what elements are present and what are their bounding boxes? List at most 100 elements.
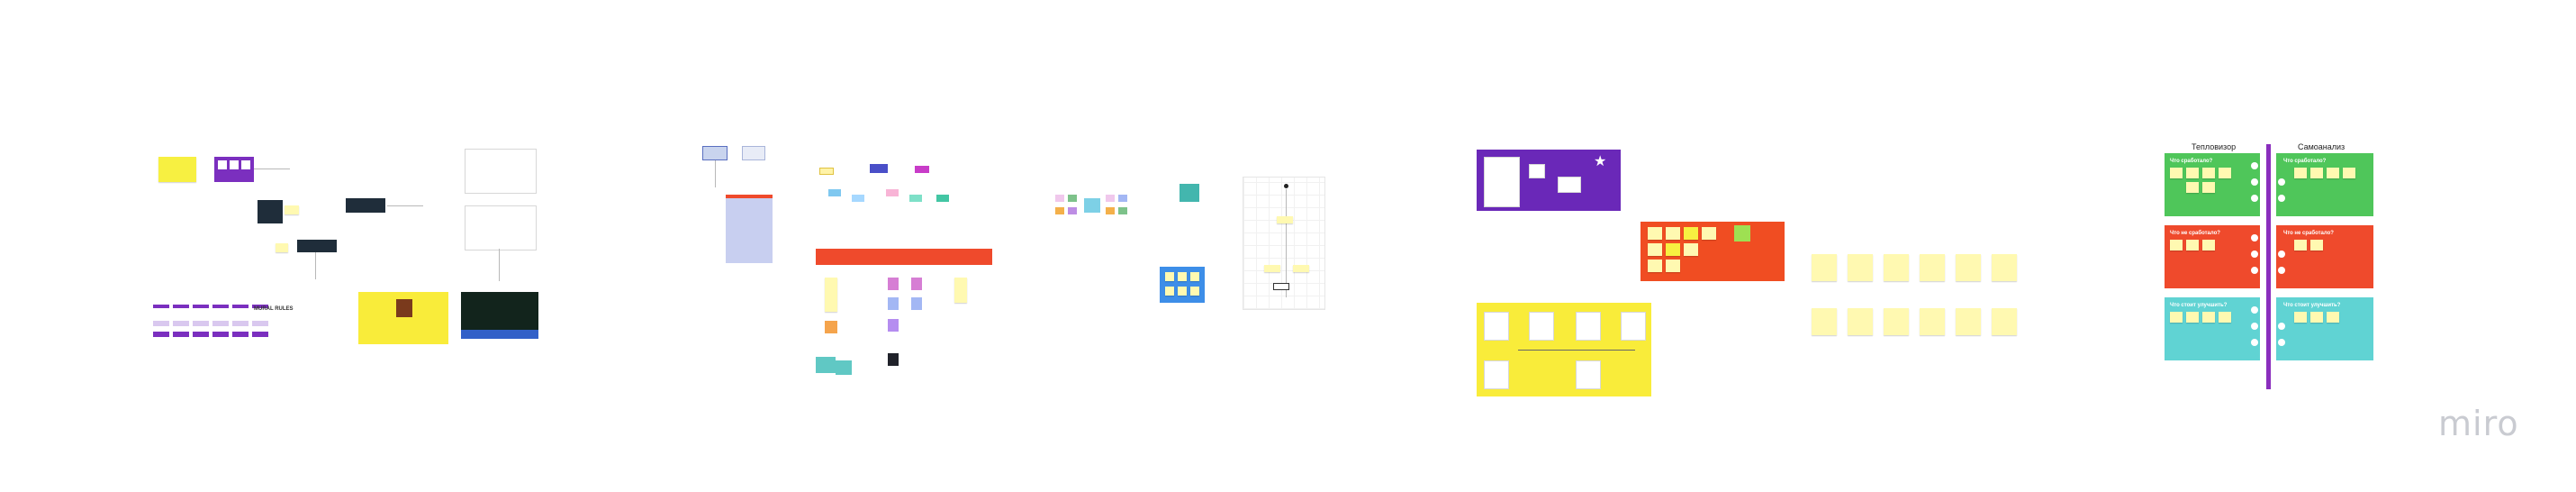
sticky-note[interactable] xyxy=(1648,260,1662,272)
sticky-note[interactable] xyxy=(1684,243,1698,256)
sticky-note[interactable] xyxy=(1956,254,1981,281)
white-card[interactable] xyxy=(1529,312,1554,341)
retro-failed-left[interactable] xyxy=(2165,225,2260,288)
sticky-note[interactable] xyxy=(2294,312,2307,323)
vote-dot[interactable] xyxy=(2278,267,2285,274)
sticky-note[interactable] xyxy=(1848,254,1873,281)
sticky-grid[interactable] xyxy=(1801,234,2044,342)
template-cluster-4[interactable]: ★ xyxy=(1477,144,1801,405)
sticky-note[interactable] xyxy=(158,157,196,182)
sticky-note[interactable] xyxy=(2186,168,2199,178)
teal-note[interactable] xyxy=(836,360,852,375)
vote-dot[interactable] xyxy=(2278,178,2285,186)
sticky-note[interactable] xyxy=(1666,243,1680,256)
dark-card[interactable] xyxy=(258,200,283,223)
vote-dot[interactable] xyxy=(2251,267,2258,274)
sticky-note[interactable] xyxy=(1884,308,1909,335)
purple-note[interactable] xyxy=(888,319,899,332)
vote-dot[interactable] xyxy=(2251,339,2258,346)
teal-note[interactable] xyxy=(816,357,836,373)
sticky-note[interactable] xyxy=(1165,287,1174,296)
purple-grid[interactable] xyxy=(153,305,270,332)
sticky-note[interactable] xyxy=(2294,168,2307,178)
sticky-note[interactable] xyxy=(1293,265,1309,272)
sticky-note[interactable] xyxy=(2327,312,2339,323)
sticky-note[interactable] xyxy=(2170,168,2183,178)
dark-card[interactable] xyxy=(297,240,337,252)
sticky-note[interactable] xyxy=(1884,254,1909,281)
flowchart-grid[interactable] xyxy=(1243,177,1325,310)
blue-card[interactable] xyxy=(702,146,728,160)
vote-dot[interactable] xyxy=(2251,178,2258,186)
sticky-note[interactable] xyxy=(276,243,288,252)
sticky-note[interactable] xyxy=(2310,240,2323,251)
sticky-note[interactable] xyxy=(1264,265,1280,272)
sticky-note[interactable] xyxy=(1666,227,1680,240)
sticky-note[interactable] xyxy=(1812,308,1837,335)
kanban-column[interactable] xyxy=(726,195,773,263)
white-card[interactable] xyxy=(1484,312,1509,341)
white-card[interactable] xyxy=(1484,360,1509,389)
vote-dot[interactable] xyxy=(2251,306,2258,314)
retrospective-board[interactable]: Тепловизор Самоанализ Что сработало? Что… xyxy=(2161,135,2377,396)
sticky-note[interactable] xyxy=(2343,168,2355,178)
sticky-note[interactable] xyxy=(825,278,837,312)
sticky-note[interactable] xyxy=(1277,216,1293,223)
sticky-note[interactable] xyxy=(1920,308,1945,335)
sticky-note[interactable] xyxy=(1684,227,1698,240)
sticky-note[interactable] xyxy=(2310,168,2323,178)
dark-board[interactable] xyxy=(461,292,538,332)
white-card[interactable] xyxy=(1621,312,1646,341)
sticky-note[interactable] xyxy=(1848,308,1873,335)
blue-note[interactable] xyxy=(911,297,922,310)
vote-dot[interactable] xyxy=(2251,323,2258,330)
sticky-note[interactable] xyxy=(2186,182,2199,193)
sticky-note[interactable] xyxy=(1190,287,1199,296)
red-banner[interactable] xyxy=(816,249,992,265)
blue-note[interactable] xyxy=(888,297,899,310)
vote-dot[interactable] xyxy=(2278,323,2285,330)
vote-dot[interactable] xyxy=(2278,251,2285,258)
white-card[interactable] xyxy=(1558,177,1581,193)
sticky-note[interactable] xyxy=(1992,308,2017,335)
dark-card[interactable] xyxy=(346,198,385,213)
template-cluster-3[interactable] xyxy=(1044,171,1333,324)
sticky-note[interactable] xyxy=(1178,272,1187,281)
sticky-note[interactable] xyxy=(2310,312,2323,323)
green-note[interactable] xyxy=(1734,225,1750,241)
sticky-note[interactable] xyxy=(285,205,299,214)
sticky-note[interactable] xyxy=(1920,254,1945,281)
sticky-note[interactable] xyxy=(2170,240,2183,251)
sticky-note[interactable] xyxy=(2294,240,2307,251)
blue-card[interactable] xyxy=(742,146,765,160)
vote-dot[interactable] xyxy=(2251,251,2258,258)
white-card[interactable] xyxy=(1529,164,1545,178)
white-card[interactable] xyxy=(1576,360,1601,389)
sticky-note[interactable] xyxy=(1178,287,1187,296)
sticky-note[interactable] xyxy=(2170,312,2183,323)
sticky-note[interactable] xyxy=(2327,168,2339,178)
dark-note[interactable] xyxy=(888,353,899,366)
template-cluster-2[interactable] xyxy=(693,135,999,387)
sticky-note[interactable] xyxy=(1648,227,1662,240)
retro-improve-left[interactable] xyxy=(2165,297,2260,360)
sticky-note[interactable] xyxy=(1956,308,1981,335)
sticky-note[interactable] xyxy=(2202,182,2215,193)
sticky-note[interactable] xyxy=(1190,272,1199,281)
vote-dot[interactable] xyxy=(2251,234,2258,241)
sticky-note[interactable] xyxy=(1702,227,1716,240)
sticky-note[interactable] xyxy=(2186,240,2199,251)
sticky-note[interactable] xyxy=(1666,260,1680,272)
template-cluster-left[interactable]: MURAL RULES xyxy=(153,144,549,351)
orange-note[interactable] xyxy=(825,321,837,333)
flow-card[interactable] xyxy=(465,149,537,194)
retro-failed-right[interactable] xyxy=(2276,225,2373,288)
sticky-note[interactable] xyxy=(1992,254,2017,281)
sticky-note[interactable] xyxy=(2202,168,2215,178)
vote-dot[interactable] xyxy=(2251,162,2258,169)
sticky-note[interactable] xyxy=(954,278,967,303)
white-card[interactable] xyxy=(1576,312,1601,341)
vote-dot[interactable] xyxy=(2278,195,2285,202)
flow-card[interactable] xyxy=(465,205,537,251)
vote-dot[interactable] xyxy=(2278,339,2285,346)
